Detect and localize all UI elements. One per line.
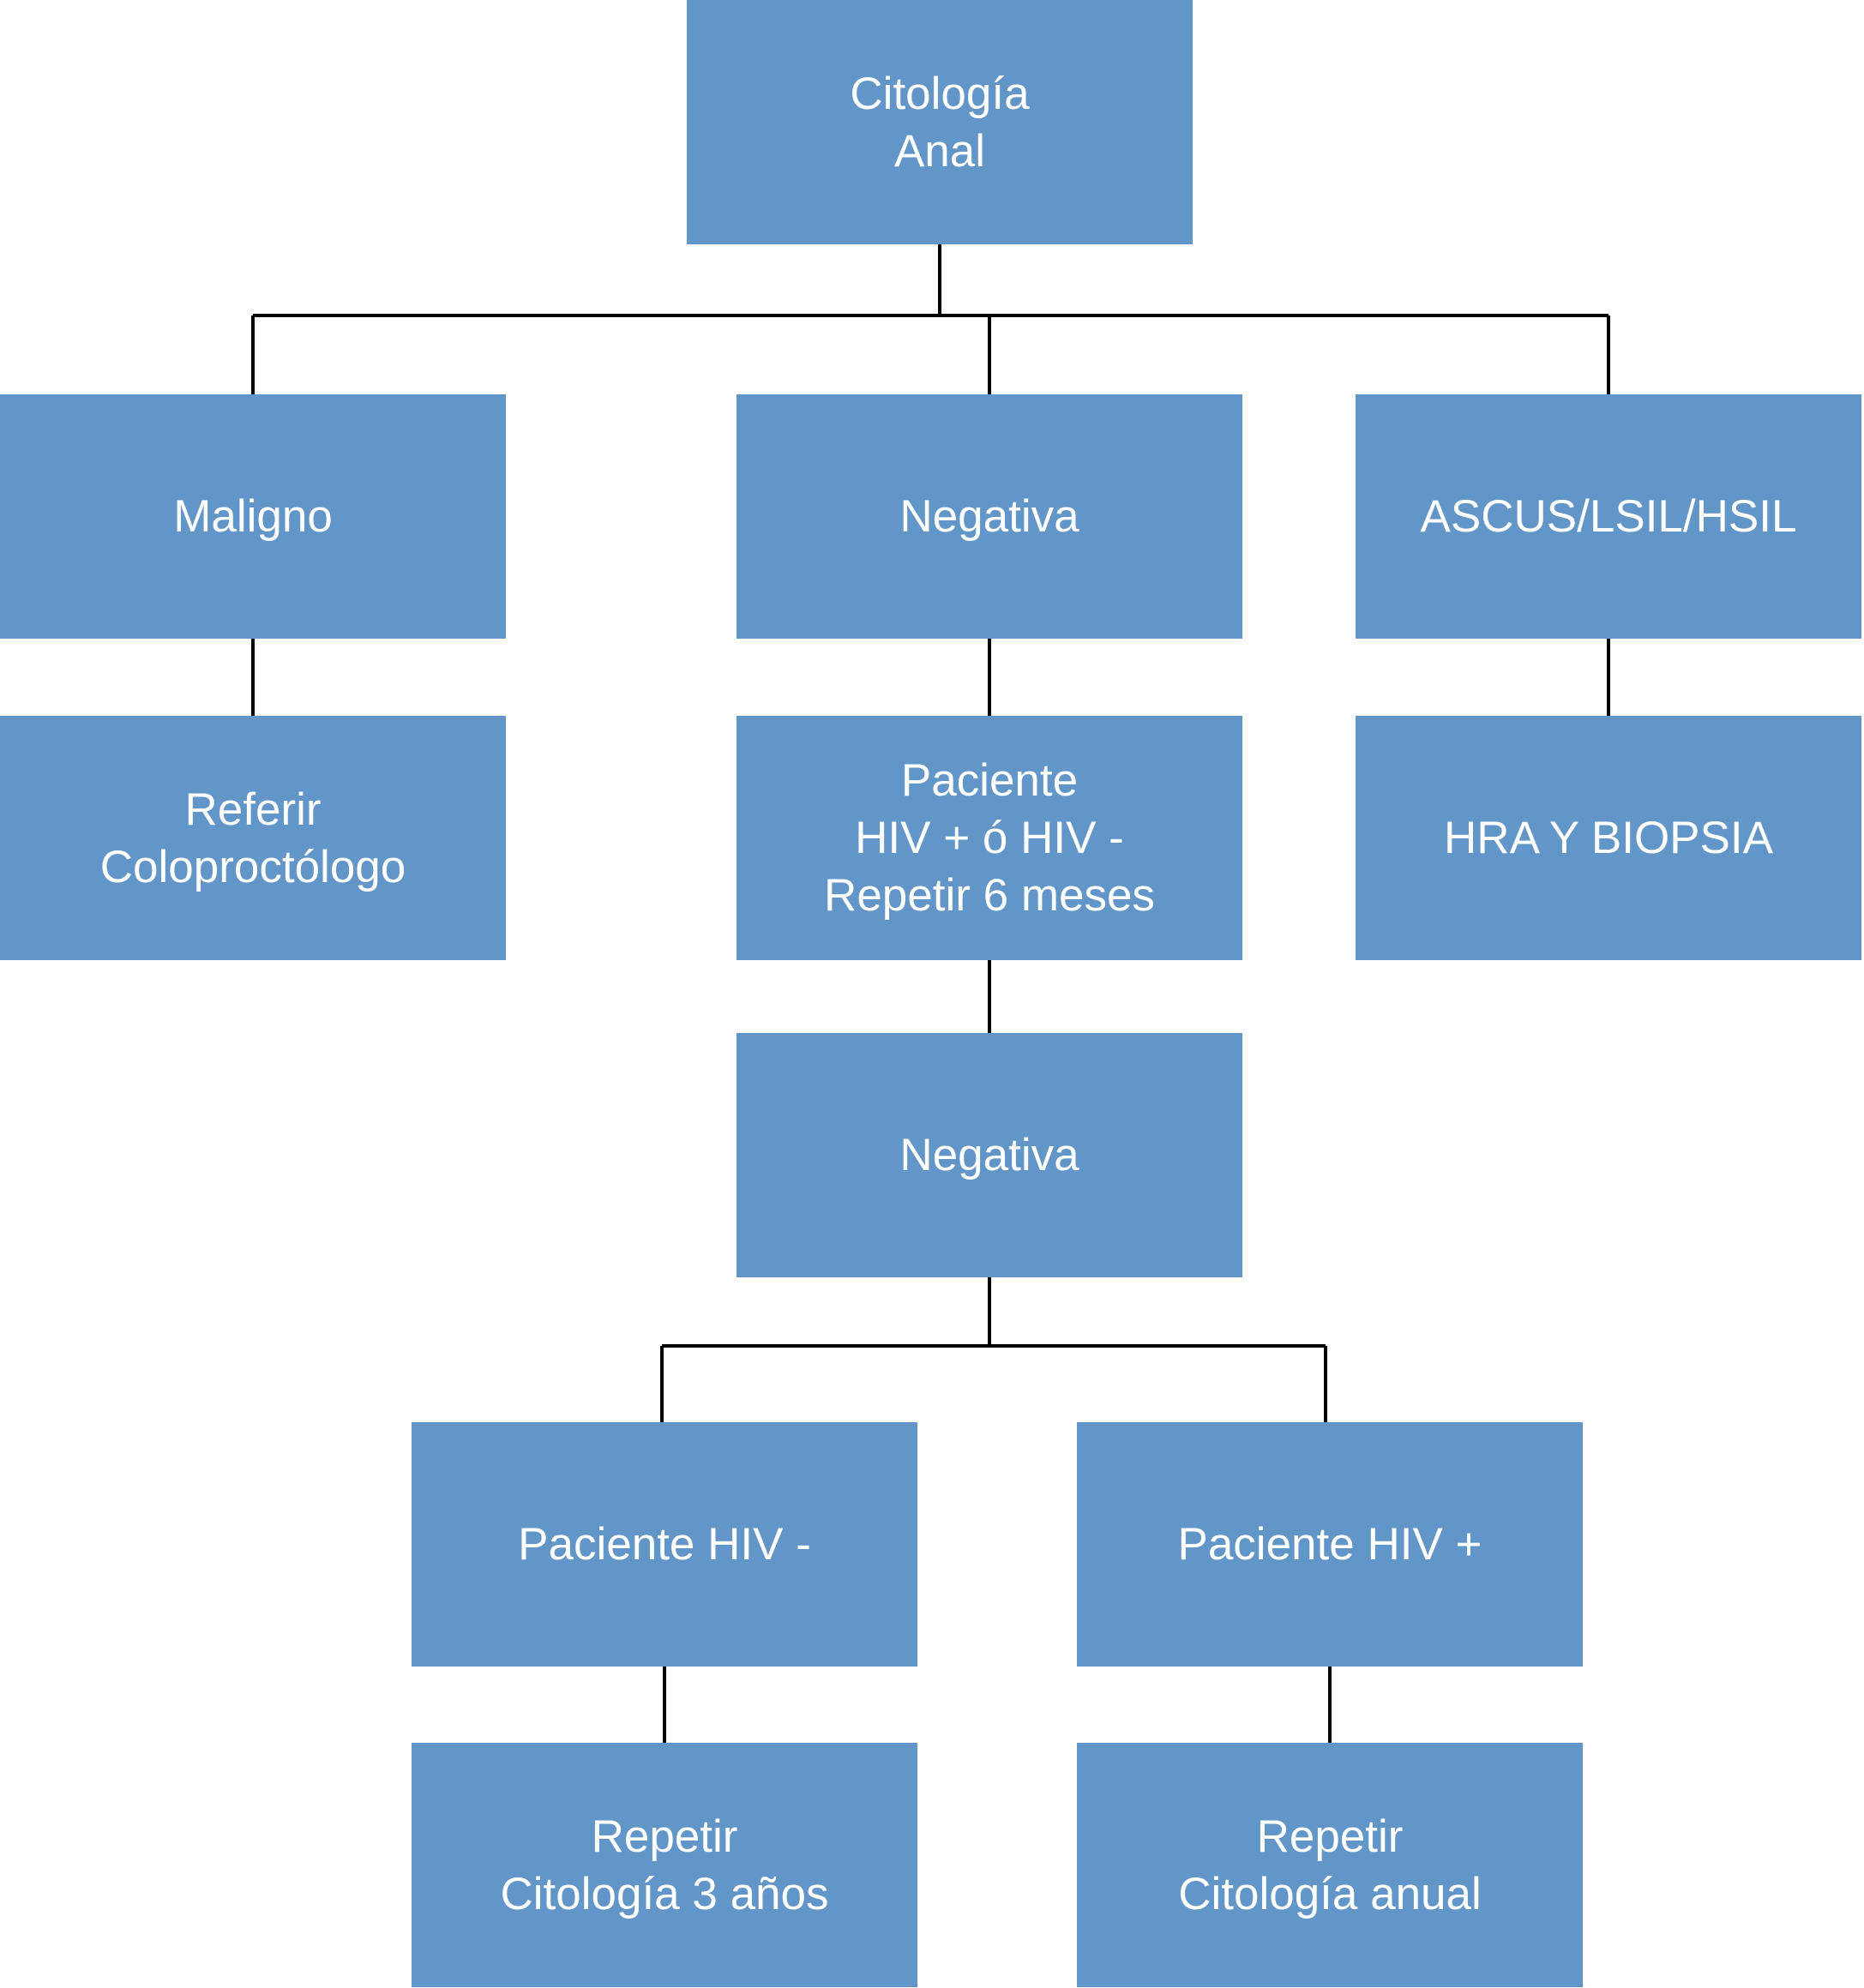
node-negativa-second: Negativa	[737, 1033, 1242, 1277]
node-citologia-anal: Citología Anal	[687, 0, 1193, 244]
node-label: Negativa	[899, 491, 1079, 542]
node-maligno: Maligno	[0, 394, 506, 639]
node-label: Citología Anal	[850, 68, 1030, 177]
node-referir-coloproctologo: Referir Coloproctólogo	[0, 716, 506, 960]
node-repetir-citologia-anual: Repetir Citología anual	[1077, 1743, 1583, 1987]
node-label: ASCUS/LSIL/HSIL	[1420, 491, 1797, 542]
node-label: Negativa	[899, 1130, 1079, 1180]
node-label: Repetir Citología 3 años	[500, 1811, 829, 1919]
node-label: HRA Y BIOPSIA	[1444, 813, 1773, 863]
node-label: Repetir Citología anual	[1178, 1811, 1482, 1919]
node-ascus-lsil-hsil: ASCUS/LSIL/HSIL	[1356, 394, 1861, 639]
node-negativa: Negativa	[737, 394, 1242, 639]
node-paciente-hiv-negativo: Paciente HIV -	[412, 1422, 917, 1667]
node-label: Maligno	[173, 491, 333, 542]
node-label: Paciente HIV -	[518, 1519, 811, 1570]
node-paciente-repetir-6-meses: Paciente HIV + ó HIV - Repetir 6 meses	[737, 716, 1242, 960]
node-label: Referir Coloproctólogo	[99, 784, 406, 892]
node-paciente-hiv-positivo: Paciente HIV +	[1077, 1422, 1583, 1667]
node-label: Paciente HIV + ó HIV - Repetir 6 meses	[824, 755, 1155, 921]
node-repetir-citologia-3-anos: Repetir Citología 3 años	[412, 1743, 917, 1987]
node-label: Paciente HIV +	[1177, 1519, 1482, 1570]
node-hra-biopsia: HRA Y BIOPSIA	[1356, 716, 1861, 960]
